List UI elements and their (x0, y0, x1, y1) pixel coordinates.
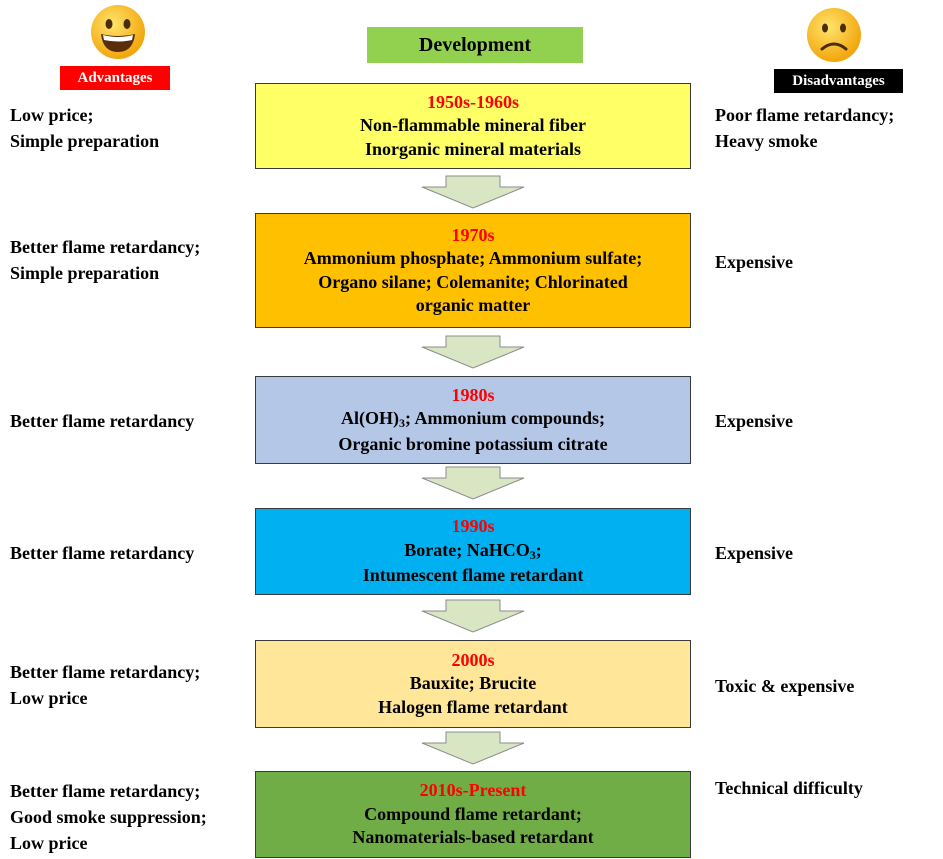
stage-content-line: Nanomaterials-based retardant (352, 827, 594, 848)
stage-box-2000s: 2000s Bauxite; Brucite Halogen flame ret… (255, 640, 691, 728)
disadvantages-2010s: Technical difficulty (715, 775, 863, 801)
stage-content-line: Borate; NaHCO3; (404, 539, 542, 562)
development-title: Development (367, 27, 583, 63)
stage-era: 1950s-1960s (426, 91, 519, 112)
advantages-1970s: Better flame retardancy; Simple preparat… (10, 234, 200, 286)
stage-box-2010s: 2010s-Present Compound flame retardant; … (255, 771, 691, 858)
advantage-line: Good smoke suppression; (10, 807, 207, 827)
stage-era: 1970s (451, 224, 495, 245)
disadvantage-line: Expensive (715, 411, 794, 431)
smiling-face-icon (91, 5, 145, 59)
frowning-face-icon (807, 8, 861, 62)
advantages-1980s: Better flame retardancy (10, 408, 194, 434)
disadvantages-1980s: Expensive (715, 408, 793, 434)
advantages-1950s: Low price; Simple preparation (10, 102, 159, 154)
disadvantage-line: Expensive (715, 543, 794, 563)
stage-era: 1980s (451, 384, 495, 405)
advantages-2000s: Better flame retardancy; Low price (10, 659, 200, 711)
stage-content-line: Al(OH)3; Ammonium compounds; (340, 408, 606, 431)
disadvantages-label: Disadvantages (774, 69, 903, 93)
stage-box-1990s: 1990s Borate; NaHCO3; Intumescent flame … (255, 508, 691, 595)
advantage-line: Low price (10, 688, 88, 708)
stage-era: 1990s (451, 516, 495, 537)
disadvantage-line: Expensive (715, 252, 794, 272)
advantage-line: Better flame retardancy; (10, 662, 201, 682)
stage-box-1950s: 1950s-1960s Non-flammable mineral fiber … (255, 83, 691, 169)
stage-content-line: Inorganic mineral materials (365, 138, 581, 159)
stage-era: 2010s-Present (419, 780, 527, 801)
stage-content-line: Bauxite; Brucite (409, 673, 537, 694)
advantage-line: Simple preparation (10, 131, 160, 151)
down-arrow-icon (421, 175, 525, 209)
advantages-2010s: Better flame retardancy; Good smoke supp… (10, 778, 207, 856)
disadvantages-1990s: Expensive (715, 540, 793, 566)
advantage-line: Simple preparation (10, 263, 160, 283)
advantage-line: Better flame retardancy; (10, 237, 201, 257)
disadvantage-line: Technical difficulty (715, 778, 863, 798)
disadvantages-2000s: Toxic & expensive (715, 673, 854, 699)
down-arrow-icon (421, 731, 525, 765)
stage-content-line: Organic bromine potassium citrate (338, 433, 608, 454)
stage-era: 2000s (451, 649, 495, 670)
stage-content-line: Non-flammable mineral fiber (360, 115, 586, 136)
stage-box-1970s: 1970s Ammonium phosphate; Ammonium sulfa… (255, 213, 691, 328)
disadvantage-line: Toxic & expensive (715, 676, 855, 696)
disadvantages-1970s: Expensive (715, 249, 793, 275)
stage-content-line: Organo silane; Colemanite; Chlorinated (318, 271, 628, 292)
down-arrow-icon (421, 335, 525, 369)
down-arrow-icon (421, 466, 525, 500)
advantage-line: Better flame retardancy; (10, 781, 201, 801)
stage-box-1980s: 1980s Al(OH)3; Ammonium compounds; Organ… (255, 376, 691, 464)
stage-content-line: organic matter (415, 295, 531, 315)
stage-content-line: Halogen flame retardant (378, 696, 568, 717)
advantage-line: Low price; (10, 105, 94, 125)
advantage-line: Low price (10, 833, 88, 853)
disadvantage-line: Heavy smoke (715, 131, 818, 151)
stage-content-line: Ammonium phosphate; Ammonium sulfate; (303, 248, 643, 268)
stage-content-line: Intumescent flame retardant (362, 565, 584, 586)
disadvantage-line: Poor flame retardancy; (715, 105, 895, 125)
advantages-1990s: Better flame retardancy (10, 540, 194, 566)
down-arrow-icon (421, 599, 525, 633)
disadvantages-1950s: Poor flame retardancy; Heavy smoke (715, 102, 894, 154)
advantage-line: Better flame retardancy (10, 543, 195, 563)
advantages-label: Advantages (60, 66, 170, 90)
stage-content-line: Compound flame retardant; (364, 803, 582, 824)
advantage-line: Better flame retardancy (10, 411, 195, 431)
